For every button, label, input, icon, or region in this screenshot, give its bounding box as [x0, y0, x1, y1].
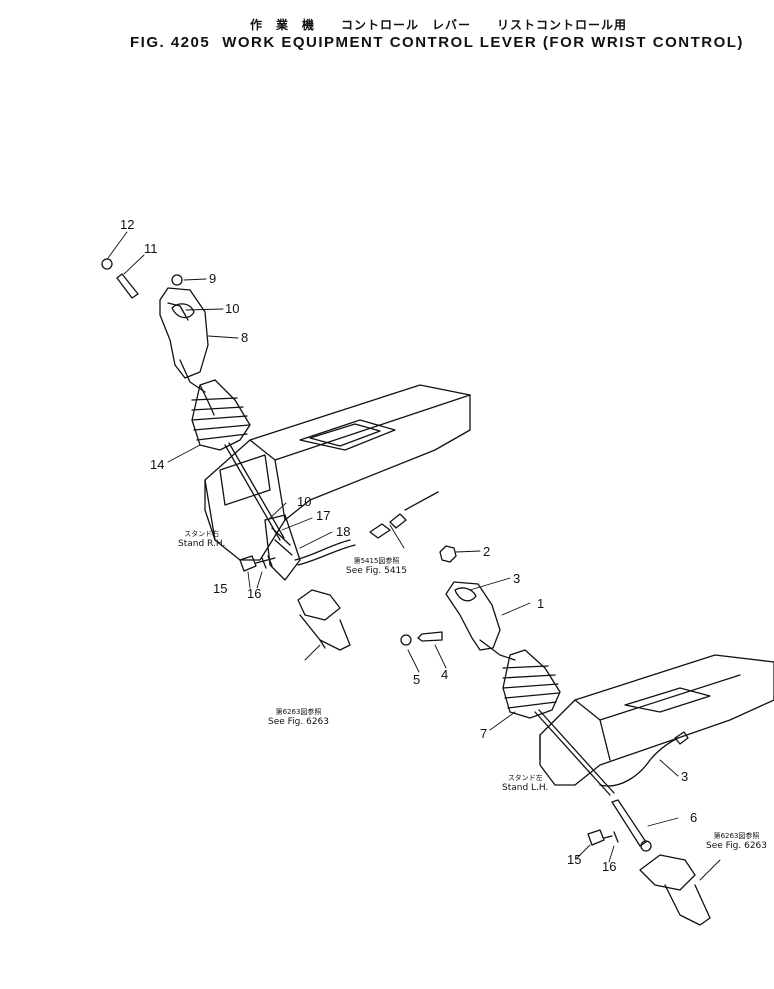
callout-5: 5	[413, 672, 421, 687]
note-fig-6263-rh-en: See Fig. 6263	[268, 716, 330, 727]
callout-11: 11	[144, 241, 158, 256]
rh-lever-rod	[224, 442, 285, 541]
rh-bolt-nut	[239, 555, 276, 572]
callout-16-lh: 16	[602, 859, 617, 874]
figure-number: FIG. 4205	[130, 34, 211, 51]
figure-title: FIG. 4205 WORK EQUIPMENT CONTROL LEVER (F…	[130, 34, 756, 51]
lh-small-parts	[400, 545, 457, 646]
callout-17: 17	[316, 508, 331, 523]
note-stand-lh-jp: スタンド左	[507, 774, 543, 782]
note-stand-rh-en: Stand R.H.	[178, 538, 226, 549]
lh-lever-rod	[534, 709, 615, 796]
note-stand-rh-jp: スタンド右	[184, 530, 220, 538]
note-fig-6263-rh-jp: 第6263図参照	[275, 708, 322, 716]
callout-18: 18	[336, 524, 351, 539]
rh-cable	[294, 491, 439, 566]
callout-1: 1	[537, 596, 545, 611]
note-fig-6263-lh-en: See Fig. 6263	[706, 840, 768, 851]
callout-12: 12	[120, 217, 135, 232]
note-stand-rh: スタンド右 Stand R.H.	[178, 530, 225, 550]
lh-cable	[599, 731, 689, 787]
lh-bolt-nut	[587, 829, 619, 846]
callout-7: 7	[480, 726, 488, 741]
callout-9: 9	[209, 271, 217, 286]
callout-3-upper: 3	[513, 571, 521, 586]
note-stand-lh: スタンド左 Stand L.H.	[502, 774, 548, 794]
callout-10-upper: 10	[225, 301, 240, 316]
stand-rh	[204, 384, 471, 561]
callout-16-rh: 16	[247, 586, 262, 601]
note-fig-6263-lh-jp: 第6263図参照	[713, 832, 760, 840]
callout-3-lower: 3	[681, 769, 689, 784]
lh-lever-grip	[445, 581, 516, 661]
callout-2: 2	[483, 544, 491, 559]
lh-valve	[639, 854, 711, 926]
rh-lever-grip	[159, 287, 209, 393]
stand-lh	[539, 654, 774, 786]
leader-lines	[107, 231, 721, 881]
lh-rod-part	[611, 799, 652, 852]
callout-15-rh: 15	[213, 581, 228, 596]
note-stand-lh-en: Stand L.H.	[502, 782, 549, 793]
figure-title-japanese: 作 業 機 コントロール レバー リストコントロール用	[250, 18, 628, 32]
note-fig-5415-en: See Fig. 5415	[346, 565, 408, 576]
note-fig-6263-rh: 第6263図参照 See Fig. 6263	[268, 708, 329, 728]
lh-boot	[502, 649, 561, 719]
callout-15-lh: 15	[567, 852, 582, 867]
rh-small-parts	[101, 258, 183, 299]
callout-10-lower: 10	[297, 494, 312, 509]
note-fig-6263-lh: 第6263図参照 See Fig. 6263	[706, 832, 767, 852]
callout-6: 6	[690, 810, 698, 825]
rh-valve	[297, 589, 351, 651]
rh-boot	[191, 379, 251, 451]
note-fig-5415: 第5415図参照 See Fig. 5415	[346, 557, 407, 577]
callout-8: 8	[241, 330, 249, 345]
note-fig-5415-jp: 第5415図参照	[353, 557, 400, 565]
callout-14: 14	[150, 457, 165, 472]
callout-4: 4	[441, 667, 449, 682]
figure-title-english: WORK EQUIPMENT CONTROL LEVER (FOR WRIST …	[222, 34, 744, 51]
